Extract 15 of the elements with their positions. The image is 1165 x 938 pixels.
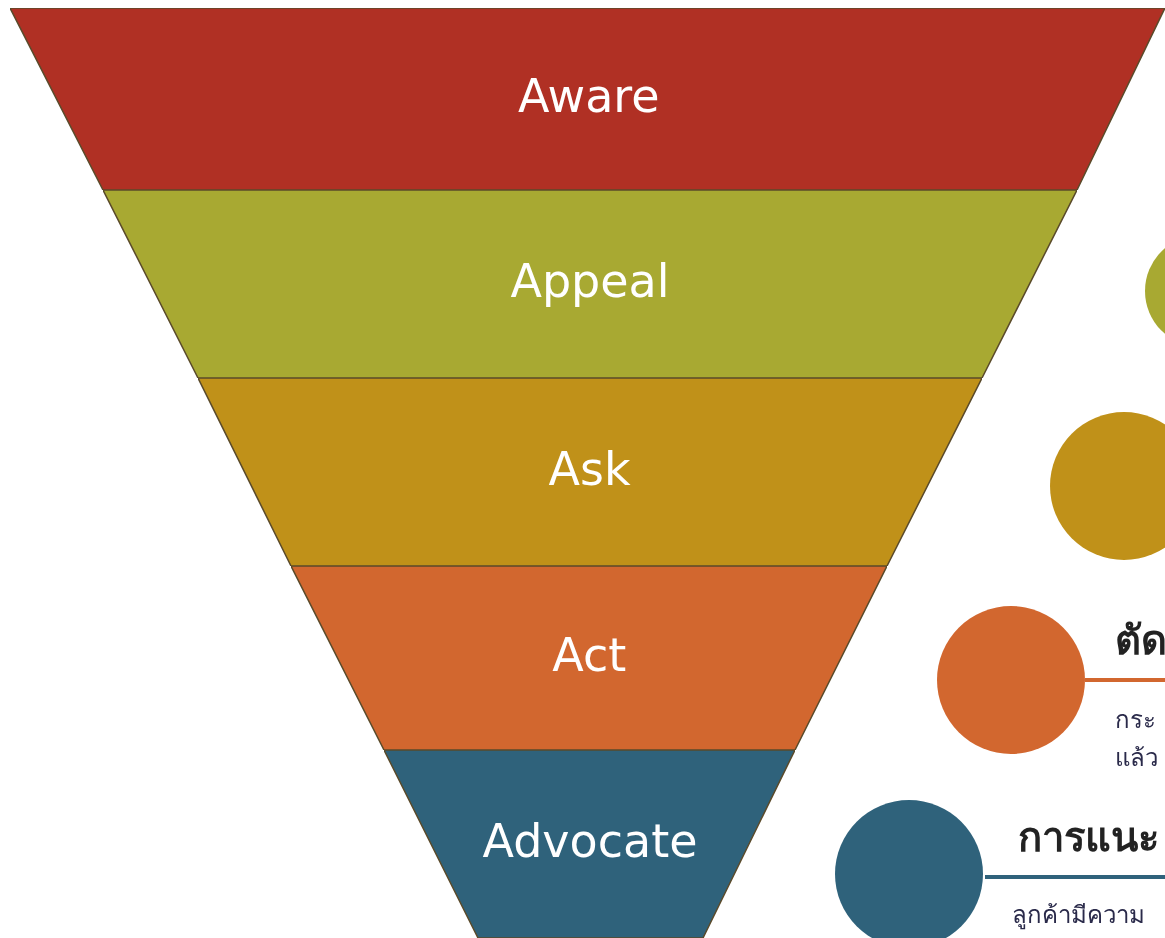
stage-heading: ตัด bbox=[1115, 616, 1165, 665]
funnel-stage bbox=[10, 8, 1165, 190]
stage-description: แล้ว bbox=[1115, 743, 1158, 774]
stage-label: Ask bbox=[547, 442, 632, 496]
funnel-stage bbox=[384, 750, 795, 938]
stage-label: Aware bbox=[516, 69, 661, 123]
stage-heading: การแนะ bbox=[1018, 813, 1159, 862]
funnel-stage bbox=[198, 378, 982, 566]
stage-label: Act bbox=[551, 628, 628, 682]
funnel-stage bbox=[103, 190, 1077, 378]
funnel-stage bbox=[291, 566, 887, 750]
stage-label: Advocate bbox=[481, 814, 699, 868]
stage-description: ลูกค้ามีความ bbox=[1012, 900, 1145, 932]
stage-description: กระ bbox=[1115, 705, 1156, 736]
stage-label: Appeal bbox=[509, 254, 671, 308]
